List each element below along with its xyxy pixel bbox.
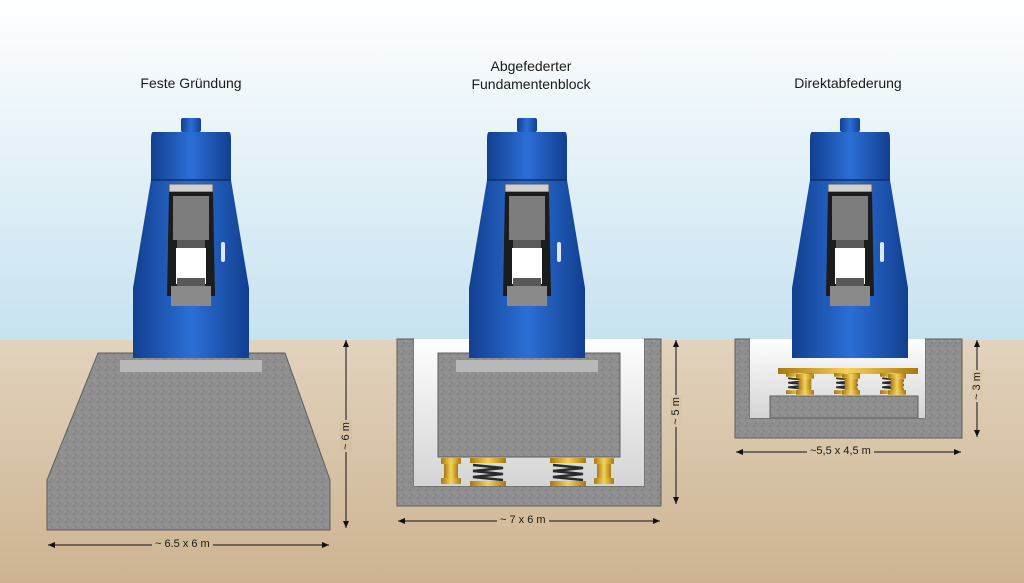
width-label-spring-block: ~ 7 x 6 m xyxy=(497,514,549,526)
panel-title-direct-springs: Direktabfederung xyxy=(794,75,902,91)
spring-base-plinth xyxy=(769,395,919,419)
height-label-direct-springs: ~ 3 m xyxy=(971,370,983,402)
panel-spring-mounted-block xyxy=(396,117,679,524)
machine-base-plate xyxy=(778,368,918,374)
machine-seat xyxy=(456,360,598,372)
panel-title-spring-block-line1: Abgefederter xyxy=(490,58,572,74)
machine-seat xyxy=(120,360,262,372)
height-label-spring-block: ~ 5 m xyxy=(670,395,682,427)
height-label-fixed-foundation: ~ 6 m xyxy=(340,420,352,452)
concrete-foundation-trapezoid xyxy=(46,352,331,531)
damper-element xyxy=(796,374,814,395)
damper-element xyxy=(594,458,614,484)
damper-element xyxy=(441,458,461,484)
damper-element xyxy=(842,374,860,395)
width-label-direct-springs: ~5,5 x 4,5 m xyxy=(807,445,874,457)
panel-fixed-foundation xyxy=(46,117,349,548)
panel-title-fixed-foundation: Feste Gründung xyxy=(140,75,242,91)
panel-direct-spring-mounting xyxy=(734,117,980,455)
panel-title-spring-block-line2: Fundamentenblock xyxy=(471,76,591,92)
width-label-fixed-foundation: ~ 6.5 x 6 m xyxy=(152,538,213,550)
damper-element xyxy=(888,374,906,395)
